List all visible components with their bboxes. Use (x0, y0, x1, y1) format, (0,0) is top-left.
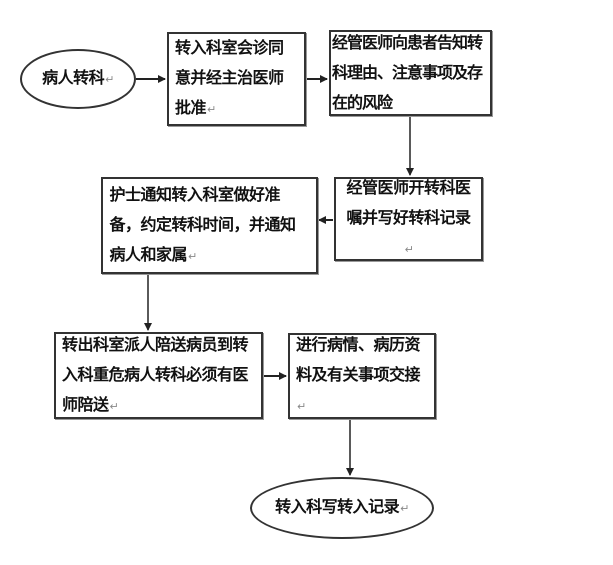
step-inform-patient: 经管医师向患者告知转科理由、注意事项及存在的风险 (329, 30, 492, 116)
paragraph-mark-icon: ↵ (188, 249, 197, 263)
step-escort-patient: 转出科室派人陪送病员到转入科重危病人转科必须有医师陪送↵ (54, 332, 263, 419)
step-consult-approval: 转入科室会诊同意并经主治医师批准↵ (167, 32, 306, 126)
paragraph-mark-icon: ↵ (297, 400, 306, 413)
paragraph-mark-icon: ↵ (404, 243, 414, 256)
step-handover: 进行病情、病历资料及有关事项交接↵ (288, 333, 436, 419)
paragraph-mark-icon: ↵ (109, 399, 119, 413)
start-node: 病人转科↵ (20, 49, 136, 109)
paragraph-mark-icon: ↵ (400, 502, 409, 515)
step-nurse-notify: 护士通知转入科室做好准备，约定转科时间，并通知病人和家属↵ (101, 177, 318, 274)
start-label: 病人转科↵ (42, 68, 114, 87)
paragraph-mark-icon: ↵ (105, 73, 114, 86)
step-label: 转出科室派人陪送病员到转入科重危病人转科必须有医师陪送↵ (62, 334, 249, 414)
step-label: 经管医师开转科医嘱并写好转科记录↵ (346, 178, 471, 256)
end-label: 转入科写转入记录↵ (275, 497, 409, 516)
paragraph-mark-icon: ↵ (207, 103, 216, 116)
step-label: 转入科室会诊同意并经主治医师批准↵ (175, 38, 284, 117)
step-label: 经管医师向患者告知转科理由、注意事项及存在的风险 (332, 33, 483, 112)
step-label: 进行病情、病历资料及有关事项交接↵ (296, 335, 421, 413)
step-transfer-order: 经管医师开转科医嘱并写好转科记录↵ (334, 177, 483, 261)
step-label: 护士通知转入科室做好准备，约定转科时间，并通知病人和家属↵ (109, 184, 297, 264)
end-node: 转入科写转入记录↵ (250, 477, 434, 539)
